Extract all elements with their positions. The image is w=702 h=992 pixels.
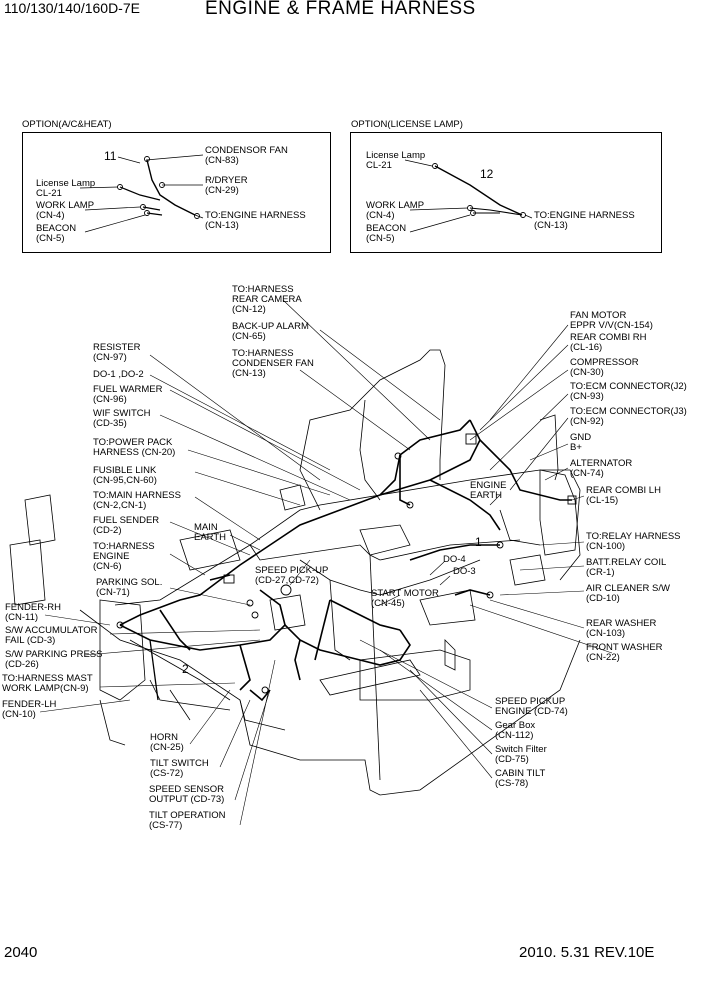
horn-label: HORN (CN-25) xyxy=(150,732,184,753)
front-washer-label: FRONT WASHER (CN-22) xyxy=(586,642,663,663)
alternator-label: ALTERNATOR (CN-74) xyxy=(570,458,633,479)
option-license-box xyxy=(350,132,662,253)
gear-box-label: Gear Box (CN-112) xyxy=(495,720,536,741)
do3-label: DO-3 xyxy=(453,566,476,577)
license-lamp-label: License Lamp CL-21 xyxy=(366,150,426,171)
option-ac-number: 11 xyxy=(104,149,117,163)
tilt-switch-label: TILT SWITCH (CS-72) xyxy=(150,758,209,779)
fender-lh-label: FENDER-LH (CN-10) xyxy=(2,699,57,720)
batt-relay-label: BATT.RELAY COIL (CR-1) xyxy=(586,557,667,578)
engine-harness-label: TO:ENGINE HARNESS (CN-13) xyxy=(205,210,306,231)
main-earth-label: MAIN EARTH xyxy=(194,522,227,543)
rear-combi-rh-label: REAR COMBI RH (CL-16) xyxy=(570,332,647,353)
rear-combi-lh-label: REAR COMBI LH (CL-15) xyxy=(586,485,661,506)
fuel-sender-label: FUEL SENDER (CD-2) xyxy=(93,515,160,536)
option-license-number: 12 xyxy=(480,167,494,181)
sw-parking-label: S/W PARKING PRESS (CD-26) xyxy=(5,649,103,670)
air-cleaner-label: AIR CLEANER S/W (CD-10) xyxy=(586,583,670,604)
engine-earth-label: ENGINE EARTH xyxy=(470,480,507,501)
option-license-title: OPTION(LICENSE LAMP) xyxy=(351,119,463,130)
main-harness-label: TO:MAIN HARNESS (CN-2,CN-1) xyxy=(93,490,181,511)
parking-sol-label: PARKING SOL. (CN-71) xyxy=(96,577,163,598)
start-motor-label: START MOTOR (CN-45) xyxy=(371,588,439,609)
rear-washer-label: REAR WASHER (CN-103) xyxy=(586,618,657,639)
connector-marks xyxy=(116,156,577,694)
ecm-j3-label: TO:ECM CONNECTOR(J3) (CN-92) xyxy=(570,406,687,427)
fender-rh-label: FENDER-RH (CN-11) xyxy=(5,602,61,623)
relay-harness-label: TO:RELAY HARNESS (CN-100) xyxy=(586,531,681,552)
frame-outline xyxy=(9,349,581,796)
option-license-wiring xyxy=(404,159,533,233)
option-ac-title: OPTION(A/C&HEAT) xyxy=(22,119,112,130)
gnd-label: GND B+ xyxy=(570,432,592,453)
option-ac-wiring xyxy=(79,154,204,233)
speed-pickup-engine-label: SPEED PICKUP ENGINE (CD-74) xyxy=(495,696,568,717)
condensor-fan-label: CONDENSOR FAN (CN-83) xyxy=(205,145,288,166)
wif-switch-label: WIF SWITCH (CD-35) xyxy=(93,408,151,429)
power-pack-label: TO:POWER PACK HARNESS (CN-20) xyxy=(93,437,176,458)
harness-number-2: 2 xyxy=(182,662,189,676)
revision-date: 2010. 5.31 REV.10E xyxy=(519,944,655,961)
tilt-operation-label: TILT OPERATION (CS-77) xyxy=(149,810,226,831)
leader-lines xyxy=(39,299,613,826)
fusible-link-label: FUSIBLE LINK (CN-95,CN-60) xyxy=(93,465,157,486)
main-harness-wiring xyxy=(119,419,572,702)
page-number: 2040 xyxy=(4,944,38,961)
fuel-warmer-label: FUEL WARMER (CN-96) xyxy=(93,384,163,405)
compressor-label: COMPRESSOR (CN-30) xyxy=(570,357,639,378)
option-ac-box xyxy=(22,132,331,253)
ecm-j2-label: TO:ECM CONNECTOR(J2) (CN-93) xyxy=(570,381,687,402)
backup-alarm-label: BACK-UP ALARM (CN-65) xyxy=(232,321,309,342)
work-lamp-label: WORK LAMP (CN-4) xyxy=(36,200,95,221)
page-title: ENGINE & FRAME HARNESS xyxy=(205,0,476,19)
license-lamp-label: License Lamp CL-21 xyxy=(36,178,96,199)
harness-number-1: 1 xyxy=(475,535,482,549)
beacon-label: BEACON (CN-5) xyxy=(36,223,77,244)
rear-camera-label: TO:HARNESS REAR CAMERA (CN-12) xyxy=(232,284,302,315)
condenser-fan-label: TO:HARNESS CONDENSER FAN (CN-13) xyxy=(232,348,314,379)
sw-accumulator-label: S/W ACCUMULATOR FAIL (CD-3) xyxy=(5,625,98,646)
mast-work-lamp-label: TO:HARNESS MAST WORK LAMP(CN-9) xyxy=(2,673,93,694)
rdryer-label: R/DRYER (CN-29) xyxy=(205,175,248,196)
work-lamp-label: WORK LAMP (CN-4) xyxy=(366,200,425,221)
resister-label: RESISTER (CN-97) xyxy=(93,342,141,363)
fan-motor-label: FAN MOTOR EPPR V/V(CN-154) xyxy=(570,310,653,331)
switch-filter-label: Switch Filter (CD-75) xyxy=(495,744,547,765)
speed-pickup-label: SPEED PICK-UP (CD-27,CD-72) xyxy=(255,565,329,586)
cabin-tilt-label: CABIN TILT (CS-78) xyxy=(495,768,546,789)
do1-label: DO-1 ,DO-2 xyxy=(93,369,144,380)
engine-harness-label: TO:ENGINE HARNESS (CN-13) xyxy=(534,210,635,231)
beacon-label: BEACON (CN-5) xyxy=(366,223,407,244)
do4-label: DO-4 xyxy=(443,554,466,565)
harness-engine-label: TO:HARNESS ENGINE (CN-6) xyxy=(93,541,155,572)
model-code: 110/130/140/160D-7E xyxy=(4,0,140,16)
speed-sensor-label: SPEED SENSOR OUTPUT (CD-73) xyxy=(149,784,225,805)
